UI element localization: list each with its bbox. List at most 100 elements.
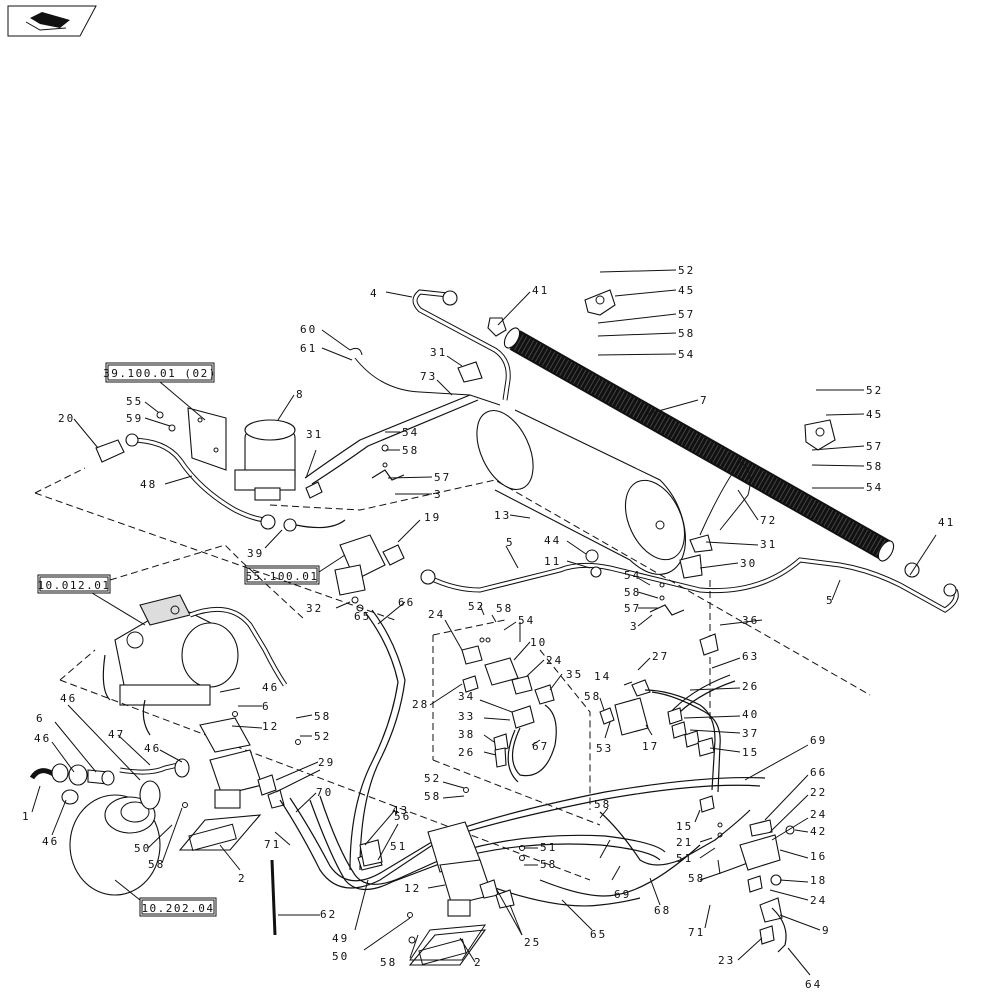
callout: 38 bbox=[458, 728, 475, 741]
reference-label: 10.012.01 bbox=[37, 579, 110, 592]
callout: 52 bbox=[866, 384, 883, 397]
reference-label: 39.100.01 (02) bbox=[103, 367, 217, 380]
callout: 24 bbox=[810, 894, 827, 907]
mounting-plate bbox=[187, 407, 227, 471]
callout: 2 bbox=[474, 956, 483, 969]
callout: 20 bbox=[58, 412, 75, 425]
clamp-upper bbox=[584, 289, 616, 316]
reference-label: 10.202.04 bbox=[141, 902, 214, 915]
intake-parts bbox=[29, 758, 190, 896]
callout: 67 bbox=[532, 740, 549, 753]
callout: 21 bbox=[676, 836, 693, 849]
callout: 46 bbox=[34, 732, 51, 745]
callout: 31 bbox=[760, 538, 777, 551]
callout: 58 bbox=[594, 798, 611, 811]
callout: 58 bbox=[496, 602, 513, 615]
callout: 31 bbox=[430, 346, 447, 359]
callout: 70 bbox=[316, 786, 333, 799]
valve-group bbox=[461, 645, 555, 768]
callout: 69 bbox=[810, 734, 827, 747]
callout: 50 bbox=[134, 842, 151, 855]
callout: 7 bbox=[700, 394, 709, 407]
callout: 47 bbox=[108, 728, 125, 741]
callout: 58 bbox=[678, 327, 695, 340]
callout: 52 bbox=[678, 264, 695, 277]
callout: 56 bbox=[394, 810, 411, 823]
callout: 54 bbox=[866, 481, 883, 494]
callout: 5 bbox=[826, 594, 835, 607]
callout: 58 bbox=[148, 858, 165, 871]
callout: 2 bbox=[238, 872, 247, 885]
callout: 65 bbox=[590, 928, 607, 941]
callout: 52 bbox=[314, 730, 331, 743]
callout: 12 bbox=[262, 720, 279, 733]
callout: 40 bbox=[742, 708, 759, 721]
callout: 58 bbox=[314, 710, 331, 723]
callout: 44 bbox=[544, 534, 561, 547]
callout: 15 bbox=[742, 746, 759, 759]
callout: 50 bbox=[332, 950, 349, 963]
callout: 22 bbox=[810, 786, 827, 799]
callout: 52 bbox=[424, 772, 441, 785]
reference-box-39-100-01[interactable]: 39.100.01 (02) bbox=[103, 362, 217, 421]
callout: 43 bbox=[392, 804, 409, 817]
callout: 3 bbox=[434, 488, 443, 501]
callout: 6 bbox=[36, 712, 45, 725]
callout: 69 bbox=[614, 888, 631, 901]
callout: 58 bbox=[402, 444, 419, 457]
callout: 6 bbox=[262, 700, 271, 713]
callout: 48 bbox=[140, 478, 157, 491]
callout: 63 bbox=[742, 650, 759, 663]
callout: 14 bbox=[594, 670, 611, 683]
callout: 58 bbox=[540, 858, 557, 871]
callout-labels: 52 45 57 58 54 41 7 4 60 61 31 73 8 52 4… bbox=[22, 264, 955, 991]
callout: 41 bbox=[938, 516, 955, 529]
reference-box-55-100-01[interactable]: 55.100.01 bbox=[244, 554, 346, 585]
callout: 58 bbox=[866, 460, 883, 473]
callout: 37 bbox=[742, 727, 759, 740]
reference-label: 55.100.01 bbox=[245, 570, 318, 583]
callout: 41 bbox=[532, 284, 549, 297]
reference-box-10-012-01[interactable]: 10.012.01 bbox=[37, 574, 146, 626]
callout: 32 bbox=[306, 602, 323, 615]
callout: 53 bbox=[596, 742, 613, 755]
callout: 57 bbox=[678, 308, 695, 321]
callout: 57 bbox=[624, 602, 641, 615]
callout: 17 bbox=[642, 740, 659, 753]
treadle-valve-lower bbox=[408, 821, 493, 966]
callout: 46 bbox=[144, 742, 161, 755]
book-icon[interactable] bbox=[7, 5, 97, 37]
callout: 71 bbox=[688, 926, 705, 939]
callout: 10 bbox=[530, 636, 547, 649]
callout: 23 bbox=[718, 954, 735, 967]
callout: 54 bbox=[402, 426, 419, 439]
callout: 55 bbox=[126, 395, 143, 408]
callout: 58 bbox=[584, 690, 601, 703]
callout: 16 bbox=[810, 850, 827, 863]
callout: 51 bbox=[540, 841, 557, 854]
callout: 28 bbox=[412, 698, 429, 711]
callout: 54 bbox=[518, 614, 535, 627]
callout: 4 bbox=[370, 287, 379, 300]
callout: 65 bbox=[354, 610, 371, 623]
callout: 66 bbox=[398, 596, 415, 609]
callout: 45 bbox=[866, 408, 883, 421]
valve-unit-55 bbox=[334, 534, 386, 596]
callout: 42 bbox=[810, 825, 827, 838]
callout: 25 bbox=[524, 936, 541, 949]
callout: 62 bbox=[320, 908, 337, 921]
pipe-4 bbox=[412, 289, 511, 401]
reference-box-10-202-04[interactable]: 10.202.04 bbox=[114, 879, 217, 917]
callout: 24 bbox=[546, 654, 563, 667]
callout: 45 bbox=[678, 284, 695, 297]
callout: 24 bbox=[810, 808, 827, 821]
callout: 51 bbox=[676, 852, 693, 865]
callout: 58 bbox=[424, 790, 441, 803]
callout: 30 bbox=[740, 557, 757, 570]
air-dryer bbox=[234, 419, 296, 501]
air-tank bbox=[476, 409, 687, 575]
callout: 68 bbox=[654, 904, 671, 917]
pressure-switch-group bbox=[699, 795, 795, 945]
callout: 72 bbox=[760, 514, 777, 527]
